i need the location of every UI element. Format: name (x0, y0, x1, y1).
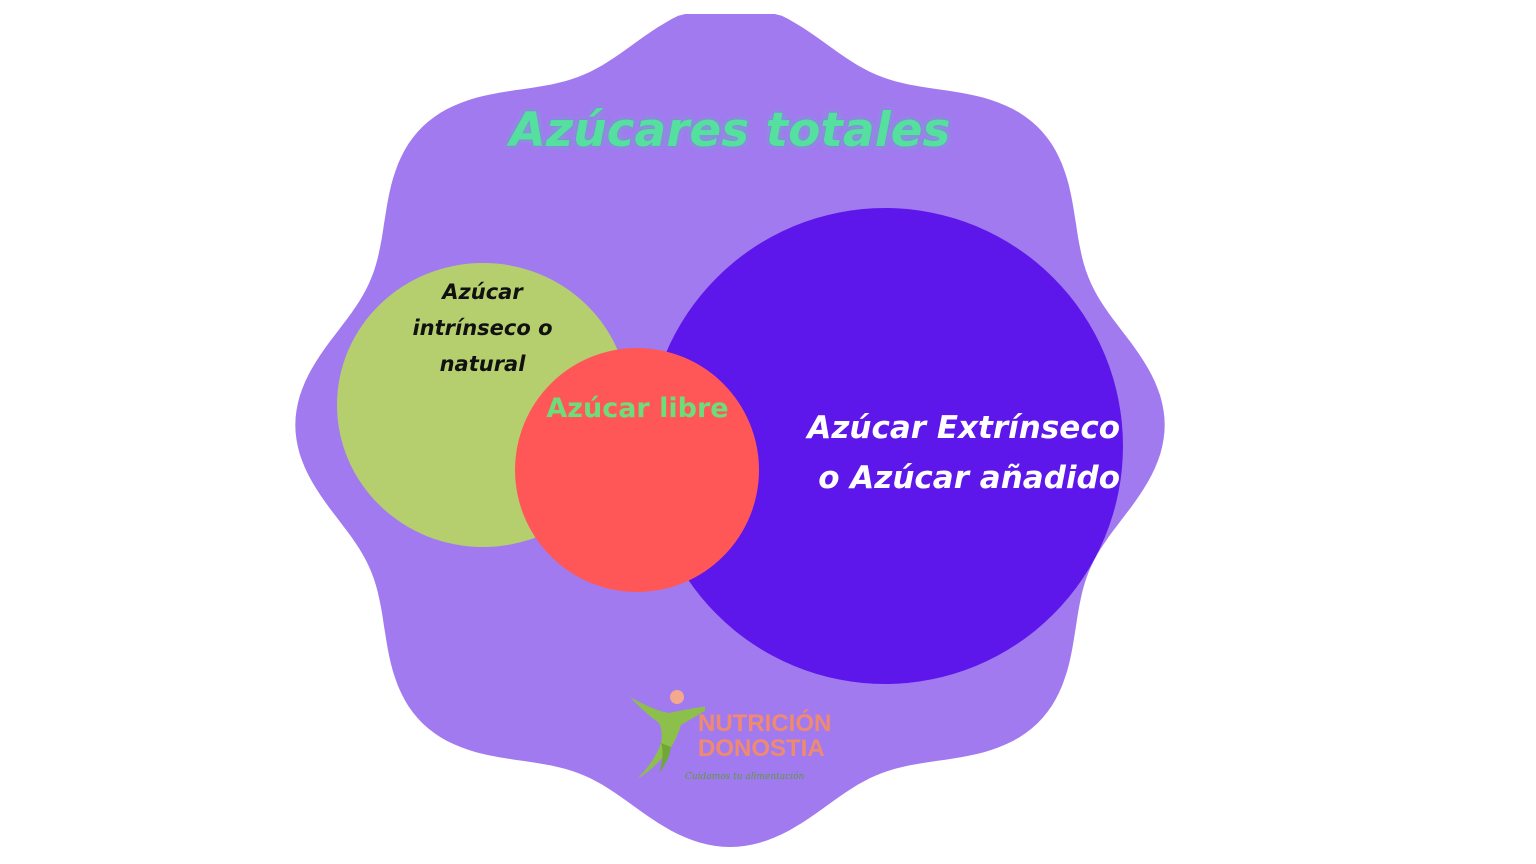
diagram-title: Azúcares totales (509, 103, 951, 158)
natural-sugar-label: Azúcar intrínseco o natural (395, 274, 570, 382)
logo-text-line-1: NUTRICIÓN (698, 710, 832, 737)
extrinsic-sugar-circle (647, 208, 1123, 684)
free-sugar-circle (515, 348, 759, 592)
natural-sugar-label-line-2: intrínseco o (412, 316, 553, 340)
natural-sugar-label-line-3: natural (439, 352, 526, 376)
free-sugar-label: Azúcar libre (546, 393, 729, 424)
extrinsic-sugar-label: Azúcar Extrínseco o Azúcar añadido (760, 403, 1120, 503)
nutricion-donostia-logo: NUTRICIÓN DONOSTIA Cuidamos tu alimentac… (625, 685, 840, 790)
extrinsic-sugar-label-line-2: o Azúcar añadido (818, 460, 1120, 496)
natural-sugar-label-line-1: Azúcar (442, 280, 523, 304)
person-figure-icon (630, 690, 705, 779)
logo-tagline: Cuidamos tu alimentación (685, 772, 805, 782)
logo-text-line-2: DONOSTIA (698, 735, 825, 762)
extrinsic-sugar-label-line-1: Azúcar Extrínseco (807, 410, 1120, 446)
